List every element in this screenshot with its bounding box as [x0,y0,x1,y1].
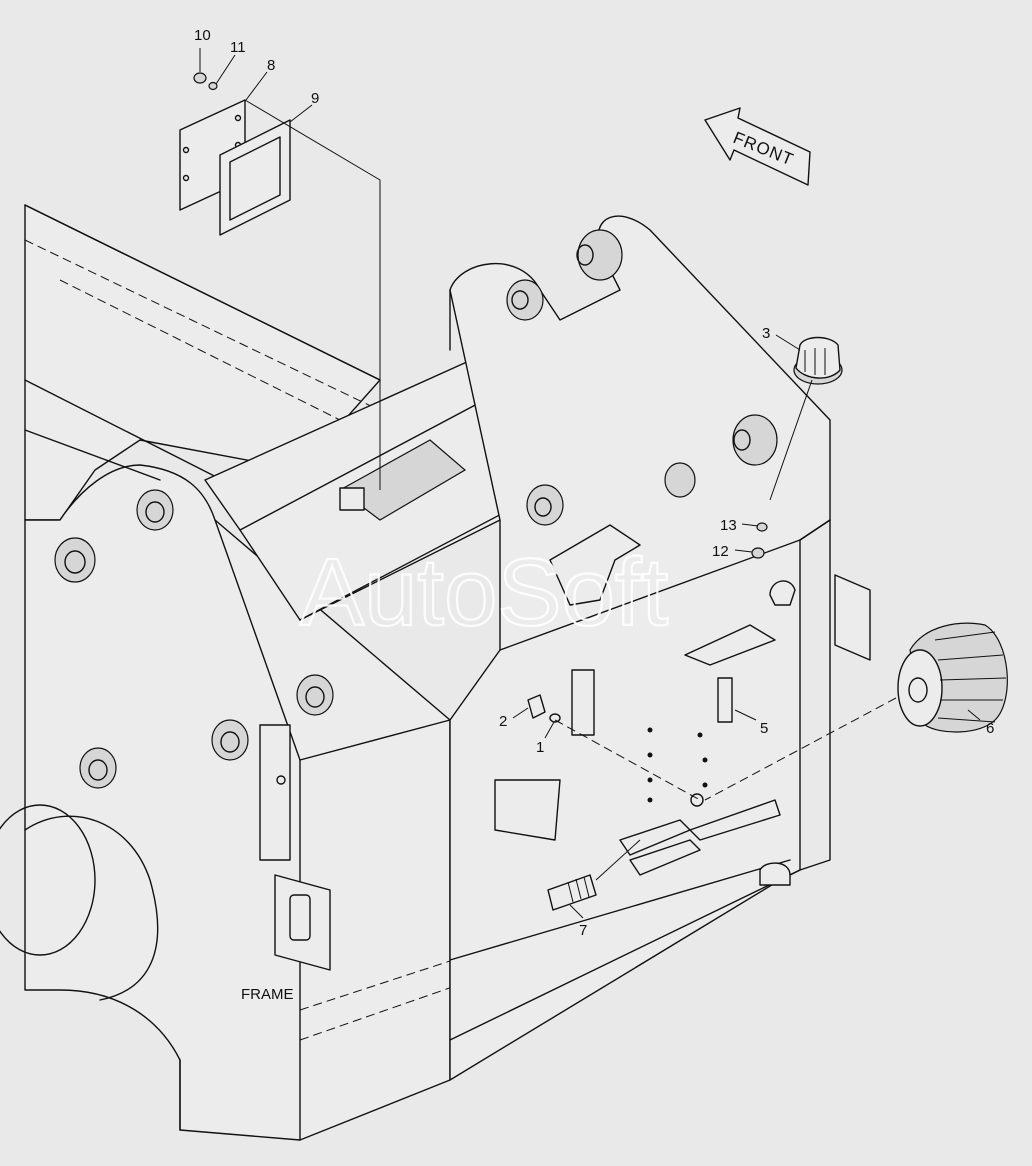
drain-plug [527,694,546,719]
leader-lines [199,48,981,919]
callout-6: 6 [986,720,994,737]
frame-label: FRAME [241,986,294,1003]
plug-13 [756,522,768,532]
callout-5: 5 [760,720,768,737]
callout-10: 10 [194,27,211,44]
callout-1: 1 [536,739,544,756]
plug-12 [751,547,765,559]
gasket [219,119,291,236]
fill-cap [793,336,843,385]
callout-9: 9 [311,90,319,107]
front-direction-arrow: FRONT [704,107,811,186]
callout-11: 11 [230,39,246,56]
nut-and-washer [193,72,218,91]
callout-7: 7 [579,922,587,939]
callout-12: 12 [712,543,729,560]
o-ring [549,713,561,723]
filter-element [897,622,1008,733]
callout-3: 3 [762,325,770,342]
callout-8: 8 [267,57,275,74]
callout-2: 2 [499,713,507,730]
fitting [547,874,597,911]
callout-numbers: 10 11 8 9 3 13 12 2 1 5 6 7 [194,27,994,939]
frame-right-side [449,215,871,1081]
callout-13: 13 [720,517,737,534]
watermark: AutoSoft [300,539,668,646]
